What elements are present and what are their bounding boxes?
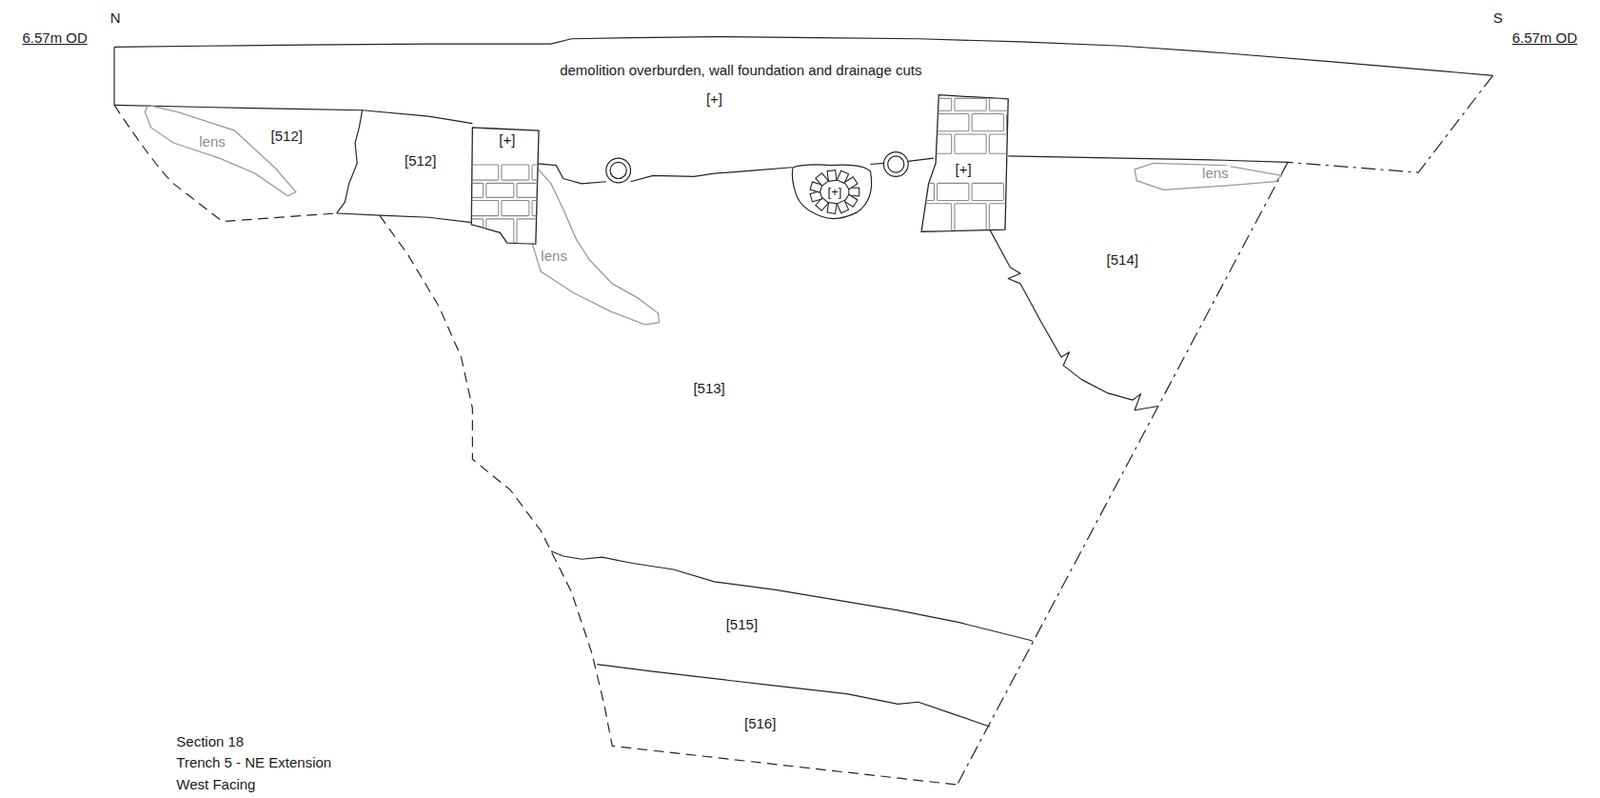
brick <box>988 203 1021 232</box>
section-caption: West Facing <box>174 776 257 793</box>
wall-foundation <box>471 127 539 244</box>
layer-boundary <box>596 664 990 727</box>
brick <box>919 98 951 111</box>
brick <box>1007 182 1039 200</box>
pit-brick <box>849 187 860 197</box>
lens-outline <box>144 104 297 196</box>
layer-boundary <box>336 110 363 214</box>
soakaway-pit <box>791 164 871 219</box>
brick <box>988 98 1021 111</box>
brick <box>919 203 951 232</box>
layer-boundary <box>551 551 1033 641</box>
context-label: [515] <box>724 616 760 633</box>
datum-level: 6.57m OD <box>1510 30 1580 47</box>
brick <box>1007 113 1039 131</box>
drain-pipe <box>610 161 627 178</box>
context-label: [513] <box>691 380 727 397</box>
brick <box>954 98 987 111</box>
limit-of-excavation <box>957 75 1494 785</box>
brick <box>516 218 545 244</box>
brick <box>532 164 560 180</box>
context-label: [+] <box>496 132 517 149</box>
brick <box>988 134 1021 154</box>
section-caption: Trench 5 - NE Extension <box>174 754 334 771</box>
lens-label: lens <box>1200 165 1231 182</box>
brick <box>532 200 560 217</box>
brick <box>471 164 499 180</box>
brick <box>455 182 484 198</box>
lens-outline <box>1134 162 1282 190</box>
brick <box>954 203 987 232</box>
context-label: [+] <box>704 91 725 108</box>
pit-brick <box>827 202 837 215</box>
brick <box>471 200 499 217</box>
pit-brick <box>827 170 837 182</box>
orientation: N <box>108 10 123 27</box>
brick <box>486 218 514 244</box>
layer-boundary <box>989 229 1159 411</box>
brick <box>971 182 1004 200</box>
lens-outline <box>530 165 659 325</box>
brick <box>501 164 530 180</box>
overburden-base <box>114 104 473 123</box>
section-caption: Section 18 <box>174 733 246 751</box>
brick <box>501 200 530 217</box>
limit-of-excavation <box>379 215 958 785</box>
drain-pipe <box>606 158 632 183</box>
drain-pipe <box>888 156 905 173</box>
context-label: [514] <box>1105 252 1141 269</box>
brick <box>455 218 484 244</box>
context-label: [+] <box>952 161 973 178</box>
context-label: [+] <box>826 185 845 199</box>
overburden-base <box>533 156 1288 184</box>
layer-boundary <box>336 213 473 223</box>
brick <box>971 113 1004 131</box>
section-edge <box>113 46 115 105</box>
datum-level: 6.57m OD <box>19 30 89 47</box>
deposit-note: demolition overburden, wall foundation a… <box>557 62 924 80</box>
pit-brick <box>844 177 858 190</box>
brick <box>937 113 969 131</box>
brick <box>954 134 987 154</box>
orientation: S <box>1491 10 1505 27</box>
context-label: [512] <box>269 128 305 145</box>
drain-pipe <box>883 152 909 178</box>
pit-brick <box>815 173 830 187</box>
lens-label: lens <box>538 248 570 265</box>
context-label: [512] <box>402 153 438 170</box>
brick <box>902 113 934 131</box>
brick <box>486 182 514 198</box>
brick <box>919 134 951 154</box>
wall-foundation <box>921 95 1008 233</box>
brick <box>516 182 545 198</box>
limit-of-excavation <box>114 104 337 221</box>
brick <box>902 182 934 200</box>
pit-brick <box>836 199 849 213</box>
brick <box>937 182 969 200</box>
context-label: [516] <box>742 715 778 732</box>
lens-label: lens <box>197 134 228 151</box>
